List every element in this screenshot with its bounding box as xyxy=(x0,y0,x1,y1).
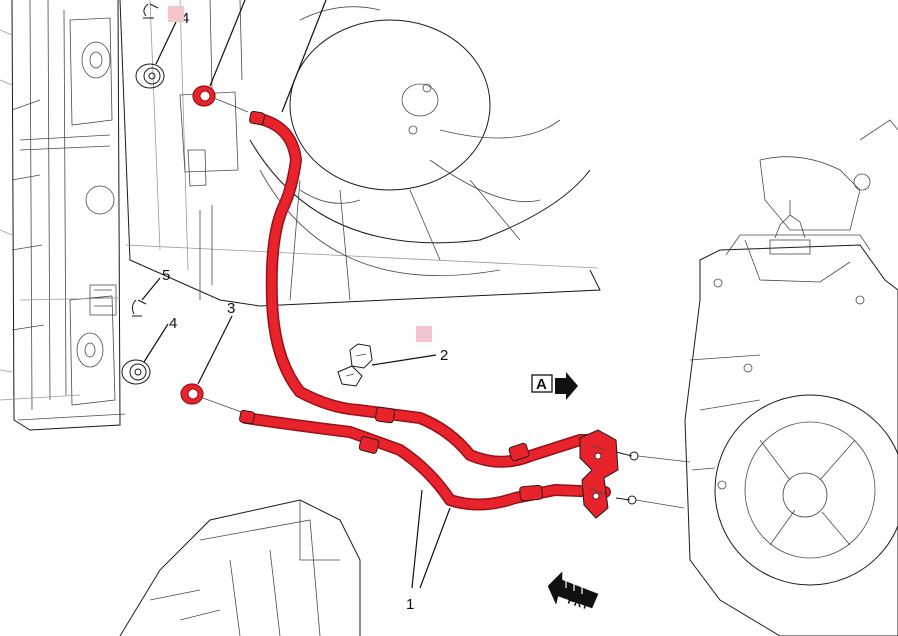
view-arrow-icon xyxy=(555,372,578,400)
callout-5: 5 xyxy=(162,267,170,284)
view-indicator: A xyxy=(531,372,578,400)
callout-2: 2 xyxy=(440,347,448,364)
callout-4-upper: 4 xyxy=(181,10,189,27)
callout-3: 3 xyxy=(227,300,235,317)
callout-labels: 1 2 3 4 4 5 xyxy=(162,10,448,613)
cooler-line-upper xyxy=(250,112,611,468)
seal-ring-upper xyxy=(192,85,249,113)
retainer-clip-lower xyxy=(131,299,147,317)
transmission-cooler-lines xyxy=(239,110,691,519)
radiator-assembly xyxy=(0,0,126,431)
retainer-clip-upper xyxy=(143,3,159,19)
fan-shroud xyxy=(0,0,601,401)
front-direction-indicator: FRT xyxy=(547,571,599,613)
callout-leaders xyxy=(141,0,451,589)
fitting-nut-upper xyxy=(135,63,165,89)
hose-clip-bracket xyxy=(337,343,373,387)
transmission xyxy=(684,119,898,636)
callout-1: 1 xyxy=(406,596,414,613)
engine-lower-component xyxy=(119,499,361,636)
fitting-nut-lower xyxy=(121,359,151,385)
seal-ring-lower xyxy=(180,383,245,414)
callout-4-lower: 4 xyxy=(169,315,177,332)
reference-marker xyxy=(168,6,184,22)
front-arrow-icon xyxy=(547,571,599,609)
reference-marker xyxy=(416,326,432,342)
view-indicator-label: A xyxy=(536,376,547,393)
